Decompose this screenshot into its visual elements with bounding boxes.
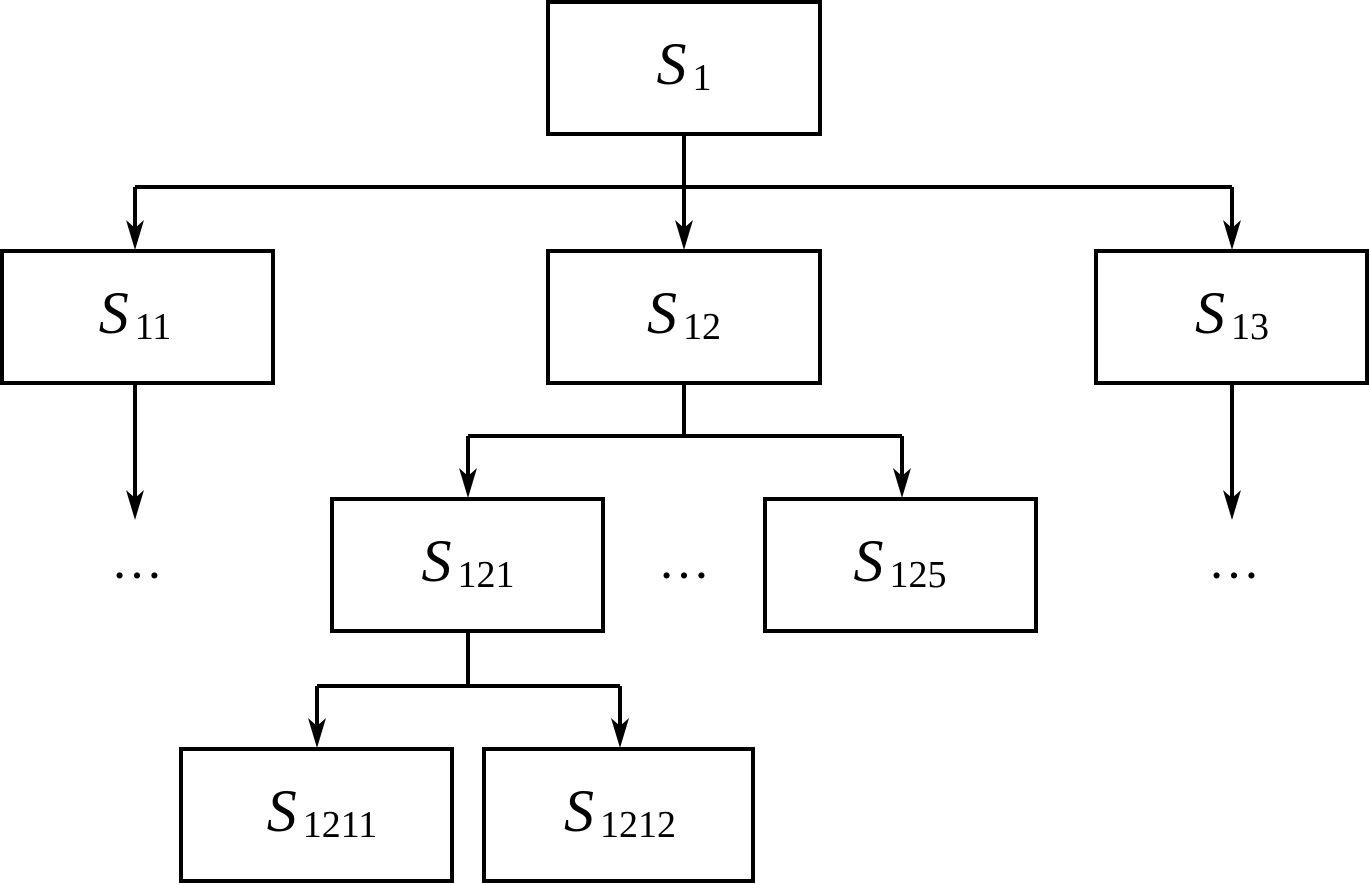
node-box <box>763 497 1038 633</box>
node-box <box>546 249 822 385</box>
node-box <box>0 249 275 385</box>
node-box <box>179 747 454 883</box>
node-box <box>330 497 605 633</box>
connectors <box>133 134 1234 728</box>
ellipsis-between-s121-s125: … <box>658 533 710 590</box>
node-box <box>482 747 755 883</box>
node-box <box>546 0 822 136</box>
node-box <box>1094 249 1369 385</box>
ellipsis-under-s11: … <box>111 533 163 590</box>
ellipsis-under-s13: … <box>1208 533 1260 590</box>
